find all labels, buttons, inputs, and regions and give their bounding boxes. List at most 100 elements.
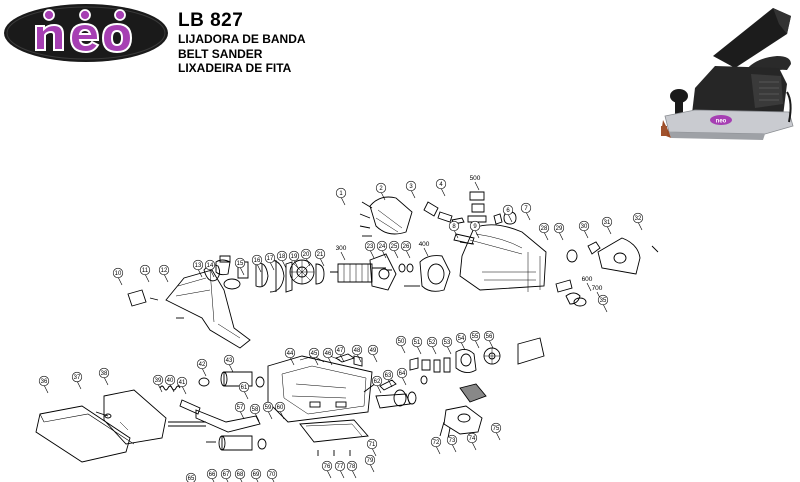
callout-67: 67 xyxy=(220,468,232,482)
callout-number: 37 xyxy=(74,375,81,381)
callout-74: 74 xyxy=(466,432,478,451)
callout-32: 32 xyxy=(632,212,644,231)
callout-number: 25 xyxy=(391,244,398,250)
callout-58: 58 xyxy=(249,403,261,422)
callout-number: 45 xyxy=(311,351,318,357)
callout-number: 56 xyxy=(486,334,493,340)
callout-number: 20 xyxy=(303,252,310,258)
callout-number: 44 xyxy=(287,351,294,357)
callout-number: 31 xyxy=(604,220,611,226)
callout-circle xyxy=(469,330,481,342)
callout-8: 8 xyxy=(448,220,460,239)
callout-number: 55 xyxy=(472,334,479,340)
callout-leader xyxy=(339,353,345,363)
callout-circle xyxy=(321,460,333,472)
callout-leader xyxy=(326,469,332,479)
part-10 xyxy=(127,289,147,307)
callout-leader xyxy=(431,345,437,355)
callout-leader xyxy=(340,196,346,206)
callout-leader xyxy=(76,380,82,390)
callout-46: 46 xyxy=(322,347,334,366)
callout-circle xyxy=(520,202,532,214)
callout-57: 57 xyxy=(234,401,246,420)
callout-leader xyxy=(239,477,243,482)
part-500 xyxy=(467,191,487,223)
part-base xyxy=(443,405,483,435)
callout-500: 500 xyxy=(470,175,481,191)
callout-leader xyxy=(369,249,375,259)
part-gear-housing xyxy=(165,269,251,349)
callout-circle xyxy=(234,401,246,413)
callout-number: 50 xyxy=(398,339,405,345)
part-600 xyxy=(555,279,573,293)
callout-30: 30 xyxy=(578,220,590,239)
callout-circle xyxy=(388,240,400,252)
callout-circle xyxy=(601,216,613,228)
callout-leader xyxy=(495,431,501,441)
callout-55: 55 xyxy=(469,330,481,349)
callout-number: 70 xyxy=(269,472,276,478)
callout-20: 20 xyxy=(300,248,312,267)
callout-circle xyxy=(112,267,124,279)
callout-28: 28 xyxy=(538,222,550,241)
callout-circle xyxy=(553,222,565,234)
callout-31: 31 xyxy=(601,216,613,235)
callout-leader xyxy=(243,390,249,400)
callout-number: 54 xyxy=(458,336,465,342)
callout-circle xyxy=(196,358,208,370)
callout-leader xyxy=(267,410,273,420)
callout-leader xyxy=(271,477,275,482)
callout-number: 47 xyxy=(337,348,344,354)
callout-number: 60 xyxy=(277,405,284,411)
callout-circle xyxy=(455,332,467,344)
callout-number: 18 xyxy=(279,254,286,260)
callout-13: 13 xyxy=(192,259,204,278)
callout-number: 40 xyxy=(167,378,174,384)
callout-circle xyxy=(164,374,176,386)
callout-number: 2 xyxy=(379,186,383,192)
callout-56: 56 xyxy=(483,330,495,349)
callout-circle xyxy=(262,401,274,413)
callout-circle xyxy=(204,259,216,271)
callout-leader xyxy=(144,273,150,283)
callout-circle xyxy=(426,336,438,348)
callout-leader xyxy=(376,384,382,394)
callout-circle xyxy=(322,347,334,359)
callout-leader xyxy=(435,445,441,455)
callout-9: 9 xyxy=(469,220,481,239)
callout-leader xyxy=(525,211,531,221)
callout-54: 54 xyxy=(455,332,467,351)
part-bottom-plate xyxy=(299,419,369,443)
callout-leader xyxy=(209,268,215,278)
callout-15: 15 xyxy=(234,257,246,276)
document-header: LB 827 LIJADORA DE BANDA BELT SANDER LIX… xyxy=(178,10,306,76)
callout-circle xyxy=(400,240,412,252)
callout-number: 51 xyxy=(414,340,421,346)
callout-79: 79 xyxy=(364,454,376,473)
callout-number: 79 xyxy=(367,458,374,464)
callout-circle xyxy=(632,212,644,224)
callout-number: 9 xyxy=(473,224,477,230)
callout-number: 71 xyxy=(369,442,376,448)
title-english: BELT SANDER xyxy=(178,46,263,61)
callout-leader xyxy=(586,282,592,292)
callout-circle xyxy=(578,220,590,232)
callout-50: 50 xyxy=(395,335,407,354)
callout-circle xyxy=(234,257,246,269)
callout-leader xyxy=(327,356,333,366)
callout-number: 35 xyxy=(600,298,607,304)
callout-52: 52 xyxy=(426,336,438,355)
callout-number: 38 xyxy=(101,371,108,377)
callout-circle xyxy=(176,376,188,388)
callout-number: 75 xyxy=(493,426,500,432)
callout-number: 57 xyxy=(237,405,244,411)
callout-number: 4 xyxy=(439,182,443,188)
callout-circle xyxy=(251,254,263,266)
callout-45: 45 xyxy=(308,347,320,366)
callout-number: 62 xyxy=(374,379,381,385)
callout-300: 300 xyxy=(336,245,347,261)
callout-leader xyxy=(369,463,375,473)
callout-53: 53 xyxy=(441,336,453,355)
callout-49: 49 xyxy=(367,344,379,363)
callout-leader xyxy=(583,229,589,239)
